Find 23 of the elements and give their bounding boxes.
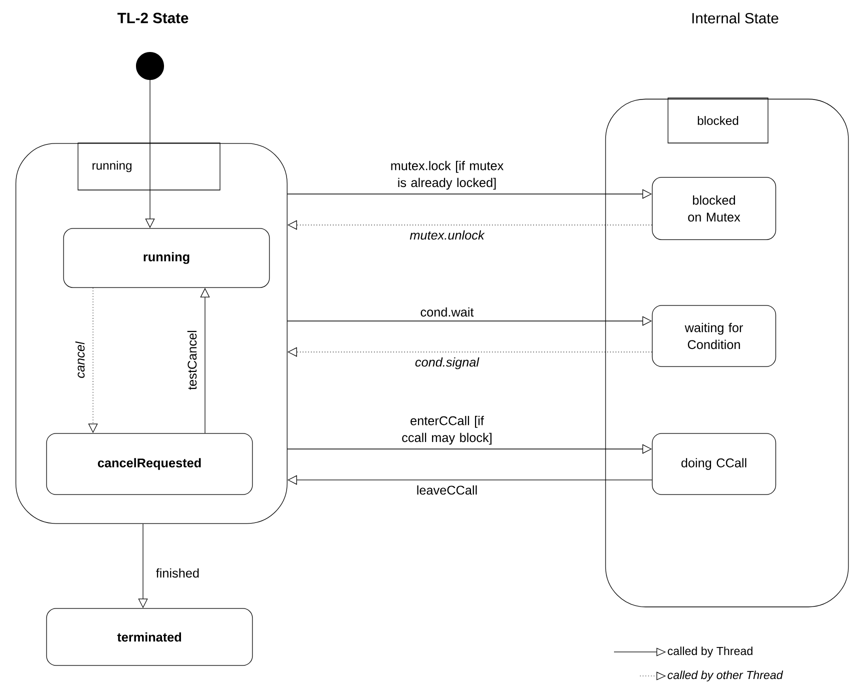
edge-label: cancel xyxy=(75,341,85,378)
state-box: blocked on Mutex xyxy=(652,177,776,240)
state-box: running xyxy=(63,228,270,288)
state-box: terminated xyxy=(46,608,253,666)
legend-text: called by Thread xyxy=(668,646,752,658)
legend-text: called by other Thread xyxy=(668,670,784,682)
state-box: doing CCall xyxy=(652,433,776,495)
edge-label: enterCCall [if ccall may block] xyxy=(402,416,492,445)
edge-label: finished xyxy=(156,568,199,578)
state-box: cancelRequested xyxy=(46,433,253,495)
diagram-heading: TL-2 State xyxy=(117,12,188,24)
edge-label: mutex.lock [if mutex is already locked] xyxy=(391,160,504,190)
edge-label: mutex.unlock xyxy=(410,230,485,240)
edge-label: cond.signal xyxy=(415,357,480,370)
edge-label: leaveCCall xyxy=(417,485,477,495)
diagram-heading: Internal State xyxy=(692,12,778,24)
edge-label: cond.wait xyxy=(420,307,474,317)
edge-label: testCancel xyxy=(187,330,197,390)
transition-arrow xyxy=(287,189,652,199)
transition-arrow xyxy=(287,444,652,454)
initial-state-dot xyxy=(136,52,164,80)
state-box: waiting for Condition xyxy=(652,305,776,367)
transition-arrow xyxy=(287,316,652,326)
